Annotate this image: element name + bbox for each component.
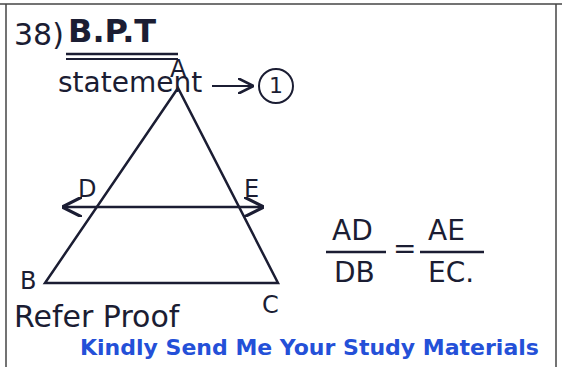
frame-line [5, 4, 7, 367]
fraction-bar [326, 251, 386, 254]
heading: B.P.T [68, 14, 156, 49]
fraction-term: EC. [428, 258, 474, 289]
circled-number: 1 [258, 68, 294, 104]
frame-line [555, 4, 557, 367]
triangle [45, 88, 278, 283]
note-text: Refer Proof [14, 300, 179, 333]
arrow [212, 85, 252, 87]
vertex-label: A [170, 56, 186, 82]
underline [66, 53, 178, 56]
watermark: Kindly Send Me Your Study Materials [80, 336, 539, 360]
fraction-term: AD [332, 216, 373, 247]
point-label: D [78, 176, 96, 202]
underline [66, 58, 178, 60]
fraction-term: AE [428, 216, 465, 247]
number-text: 1 [269, 75, 283, 97]
vertex-label: B [20, 268, 36, 294]
point-label: E [244, 176, 259, 202]
frame-line [0, 3, 562, 5]
vertex-label: C [262, 292, 279, 318]
fraction-term: DB [334, 258, 375, 289]
equals-sign: = [393, 234, 416, 265]
fraction-bar [420, 251, 484, 254]
parallel-line [64, 206, 262, 209]
item-number: 38) [14, 18, 64, 51]
